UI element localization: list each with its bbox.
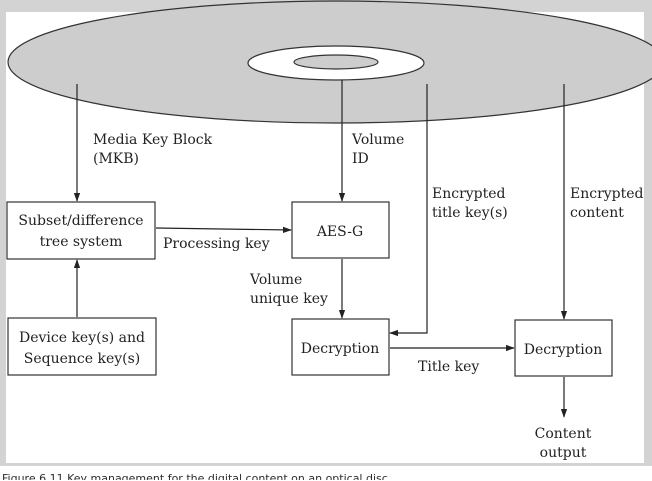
encrypted-title-key-arrow	[389, 84, 428, 337]
bottom-border	[0, 463, 652, 466]
aes-g-box	[291, 201, 390, 259]
volume-id-label-1: Volume	[351, 132, 404, 148]
aacs-key-diagram: Subset/difference tree system Device key…	[0, 0, 652, 466]
content-output-label-1: Content	[535, 426, 592, 442]
encrypted-content-label-2: content	[570, 205, 624, 221]
content-decryption-label: Decryption	[524, 342, 602, 358]
content-decryption-box	[514, 319, 613, 377]
device-keys-label-2: Sequence key(s)	[24, 351, 141, 367]
mkb-label-1: Media Key Block	[93, 132, 213, 148]
figure-caption-text: Figure 6.11 Key management for the digit…	[2, 472, 388, 480]
processing-key-arrow	[155, 226, 292, 234]
subset-box-label-1: Subset/difference	[18, 213, 143, 229]
volume-id-label-2: ID	[352, 151, 369, 167]
content-output-label-2: output	[540, 445, 587, 461]
disc-center-hole	[293, 54, 379, 70]
title-key-decryption-box	[291, 318, 390, 376]
device-keys-label-1: Device key(s) and	[19, 330, 145, 346]
figure-caption: Figure 6.11 Key management for the digit…	[2, 466, 642, 480]
device-keys-box	[7, 317, 157, 376]
encrypted-title-key-label-1: Encrypted	[432, 186, 506, 202]
subset-difference-box	[6, 201, 156, 260]
volume-unique-key-label-1: Volume	[249, 272, 302, 288]
aes-g-label: AES-G	[316, 224, 363, 240]
mkb-label-2: (MKB)	[93, 151, 139, 167]
title-decryption-label: Decryption	[301, 341, 379, 357]
processing-key-label: Processing key	[163, 236, 270, 252]
title-key-label: Title key	[418, 359, 479, 375]
volume-unique-key-label-2: unique key	[250, 291, 328, 307]
encrypted-title-key-label-2: title key(s)	[432, 205, 508, 221]
subset-box-label-2: tree system	[40, 234, 123, 250]
encrypted-content-label-1: Encrypted	[570, 186, 644, 202]
